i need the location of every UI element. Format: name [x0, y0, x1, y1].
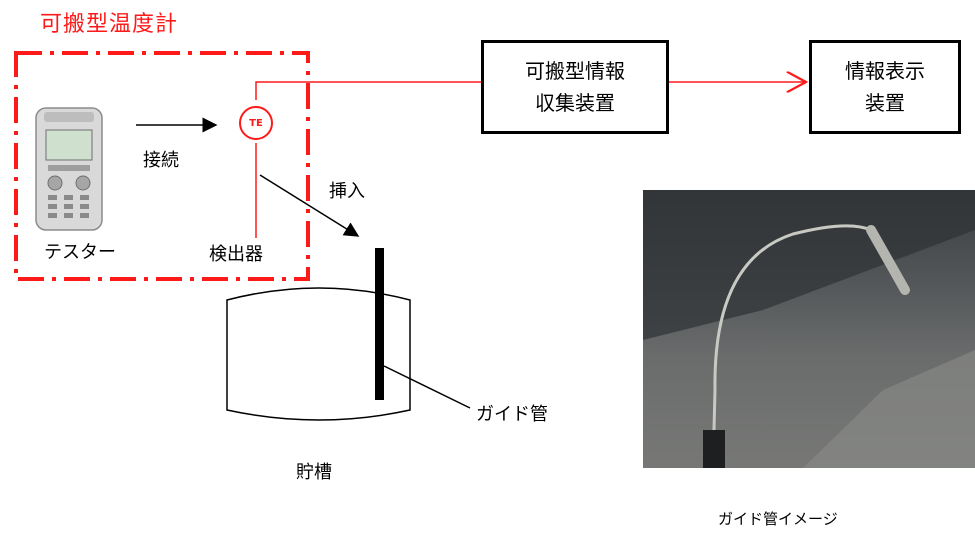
tank-shape — [226, 287, 411, 421]
guide-tube-photo-drawing — [643, 190, 975, 468]
tester-device-icon — [35, 107, 103, 231]
tank-label: 貯槽 — [296, 462, 332, 483]
guide-tube-label: ガイド管 — [476, 404, 548, 425]
tester-label: テスター — [44, 242, 116, 263]
detector-label: 検出器 — [209, 244, 263, 265]
portable-info-collector-box: 可搬型情報 収集装置 — [481, 40, 669, 134]
insert-label: 挿入 — [329, 181, 365, 202]
collector-line-2: 収集装置 — [535, 91, 615, 115]
portable-thermometer-frame — [14, 51, 310, 281]
te-to-collector-line — [255, 81, 482, 100]
guide-tube-bar — [375, 248, 384, 400]
collector-line-1: 可搬型情報 — [525, 59, 625, 83]
te-sensor-symbol: TE — [239, 106, 273, 140]
te-label: TE — [249, 117, 263, 129]
guide-tube-photo — [643, 190, 975, 468]
insert-arrow — [259, 174, 360, 237]
portable-thermometer-title: 可搬型温度計 — [40, 12, 179, 37]
info-display-box: 情報表示 装置 — [809, 40, 961, 134]
display-line-2: 装置 — [865, 91, 905, 115]
guide-tube-leader-line — [383, 365, 471, 409]
photo-caption: ガイド管イメージ — [718, 510, 838, 528]
connect-label: 接続 — [143, 150, 179, 171]
display-line-1: 情報表示 — [845, 59, 925, 83]
